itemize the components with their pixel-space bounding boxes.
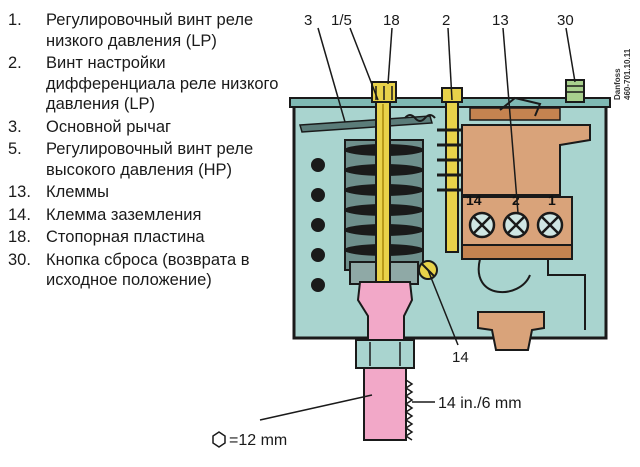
hexagon-icon: [212, 431, 226, 448]
terminal-label-2: 2: [512, 192, 520, 208]
legend-item-1: 1. Регулировочный винт реле низкого давле…: [8, 10, 298, 51]
housing-hole: [311, 158, 325, 172]
legend-text: Винт настройки дифференциала реле низког…: [46, 54, 279, 113]
legend-number: 2.: [8, 54, 22, 72]
legend-item-13: 13. Клеммы: [8, 182, 298, 203]
brand-name: Danfoss: [613, 68, 622, 100]
legend-text: Кнопка сброса (возврата в исходное полож…: [46, 250, 250, 290]
housing-hole: [311, 248, 325, 262]
range-adjusting-screw: [371, 81, 397, 283]
differential-screw: [437, 87, 467, 253]
legend-text: Клемма заземления: [46, 205, 202, 224]
brand-code: 460-701.10.11: [623, 48, 632, 100]
legend-number: 13.: [8, 183, 31, 201]
terminal-screw: [468, 211, 496, 239]
cable-entry: [477, 311, 545, 351]
wire: [547, 259, 586, 330]
terminal-screw: [536, 211, 564, 239]
legend-item-14: 14. Клемма заземления: [8, 205, 298, 226]
reset-button: [565, 79, 585, 103]
legend-number: 3.: [8, 117, 22, 136]
terminal-screw: [502, 211, 530, 239]
callout-14: 14: [452, 349, 469, 366]
terminal-label-1: 1: [548, 192, 556, 208]
housing-hole: [311, 278, 325, 292]
hex-size-note: =12 mm: [229, 432, 287, 449]
callout-30: 30: [557, 12, 574, 29]
thread-size-note: 14 in./6 mm: [438, 395, 522, 412]
legend-text: Клеммы: [46, 183, 109, 201]
legend-item-3: 3. Основной рычаг: [8, 117, 298, 138]
pressure-switch-diagram: 14 2 1: [212, 12, 632, 449]
callout-1-5: 1/5: [331, 12, 352, 29]
terminal-label-14: 14: [466, 192, 482, 208]
legend: 1. Регулировочный винт реле низкого давле…: [8, 10, 298, 293]
housing-hole: [311, 188, 325, 202]
legend-text: Основной рычаг: [46, 117, 172, 136]
callout-18: 18: [383, 12, 400, 29]
callout-3: 3: [304, 12, 312, 29]
legend-item-5: 5. Регулировочный винт реле высокого давл…: [8, 139, 298, 180]
legend-item-2: 2. Винт настройки дифференциала реле низк…: [8, 53, 298, 115]
legend-item-30: 30. Кнопка сброса (возврата в исходное по…: [8, 250, 298, 291]
callout-2: 2: [442, 12, 450, 29]
contact-system: [461, 96, 591, 196]
legend-text: Стопорная пластина: [46, 228, 205, 246]
legend-number: 18.: [8, 228, 31, 246]
pressure-connector: [355, 339, 415, 441]
leader-lines: [259, 27, 576, 421]
housing-hole: [311, 218, 325, 232]
legend-number: 30.: [8, 250, 31, 269]
legend-number: 14.: [8, 205, 31, 224]
legend-number: 1.: [8, 11, 22, 29]
legend-number: 5.: [8, 140, 22, 158]
legend-item-18: 18. Стопорная пластина: [8, 227, 298, 248]
legend-text: Регулировочный винт реле низкого давлени…: [46, 11, 254, 50]
spring: [404, 114, 436, 122]
wire: [477, 258, 531, 294]
callout-13: 13: [492, 12, 509, 29]
legend-text: Регулировочный винт реле высокого давлен…: [46, 140, 254, 179]
